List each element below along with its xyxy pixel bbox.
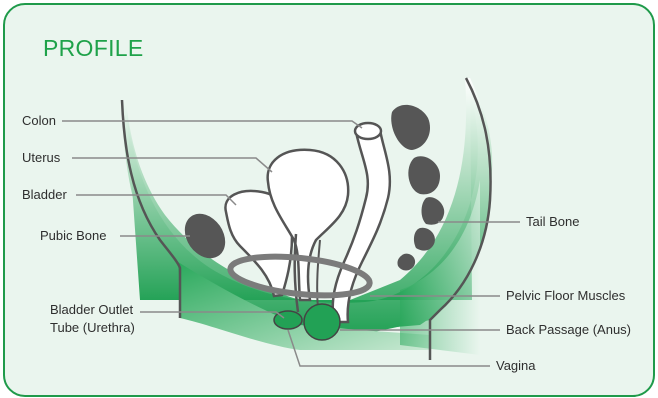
label-urethra-line1: Bladder Outlet (50, 302, 133, 318)
vertebra-2 (408, 156, 440, 194)
label-tail-bone: Tail Bone (526, 214, 579, 230)
vertebra-3 (422, 197, 445, 225)
leader-uterus (72, 158, 272, 172)
label-uterus: Uterus (22, 150, 60, 166)
vertebra-5 (397, 254, 415, 271)
vagina-wall (317, 240, 320, 310)
label-bladder: Bladder (22, 187, 67, 203)
vertebra-4 (414, 228, 435, 251)
label-pelvic-floor: Pelvic Floor Muscles (506, 288, 625, 304)
vertebra-1 (391, 105, 430, 150)
leader-colon (62, 121, 362, 128)
label-colon: Colon (22, 113, 56, 129)
anus-opening (304, 304, 340, 340)
label-anus: Back Passage (Anus) (506, 322, 631, 338)
label-pubic-bone: Pubic Bone (40, 228, 107, 244)
label-vagina: Vagina (496, 358, 536, 374)
label-urethra-line2: Tube (Urethra) (50, 320, 135, 336)
